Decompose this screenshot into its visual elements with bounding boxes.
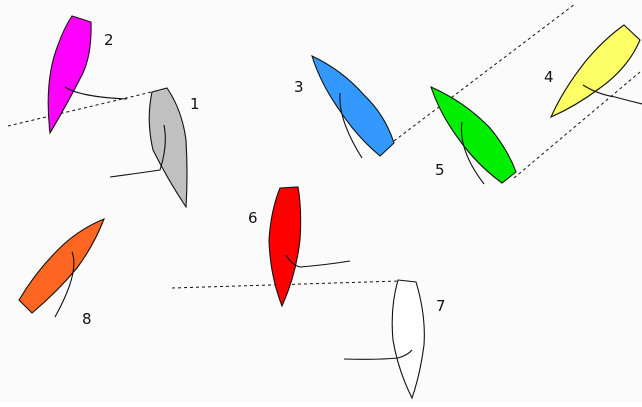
boat-2-label: 2: [104, 31, 114, 49]
boat-5-label: 5: [435, 161, 445, 179]
boat-3-tiller: [339, 92, 363, 159]
boat-8-label: 8: [82, 310, 92, 328]
boat-6-label: 6: [248, 209, 258, 227]
boat-8: 8: [18, 218, 105, 328]
boat-8-tiller: [54, 251, 75, 318]
boat-2-hull: [47, 15, 92, 135]
dashed-line-2-1: [7, 89, 161, 127]
boat-8-hull: [18, 218, 105, 314]
boat-5-hull: [430, 85, 517, 184]
boat-7-label: 7: [436, 297, 446, 315]
boat-3-hull: [311, 54, 395, 157]
boat-6-tiller: [285, 254, 351, 268]
boat-4-hull: [549, 24, 641, 119]
boat-4: 4: [544, 24, 642, 119]
dashed-line-3-top: [393, 3, 576, 142]
boat-7-hull: [391, 279, 425, 400]
boat-6-hull: [268, 186, 302, 308]
boat-7: 7: [343, 279, 446, 400]
boat-5: 5: [430, 85, 517, 185]
boat-1: 1: [109, 87, 200, 209]
boat-1-label: 1: [190, 95, 200, 113]
boat-5-tiller: [460, 121, 485, 185]
boat-6: 6: [248, 186, 351, 308]
boat-1-hull: [148, 87, 188, 209]
boat-7-tiller: [343, 349, 413, 360]
boat-2-tiller: [64, 86, 128, 100]
boat-3: 3: [294, 54, 395, 159]
boat-1-tiller: [109, 124, 166, 178]
boat-4-label: 4: [544, 68, 554, 86]
boat-3-label: 3: [294, 78, 304, 96]
boat-4-tiller: [582, 84, 642, 105]
boat-2: 2: [47, 15, 128, 135]
